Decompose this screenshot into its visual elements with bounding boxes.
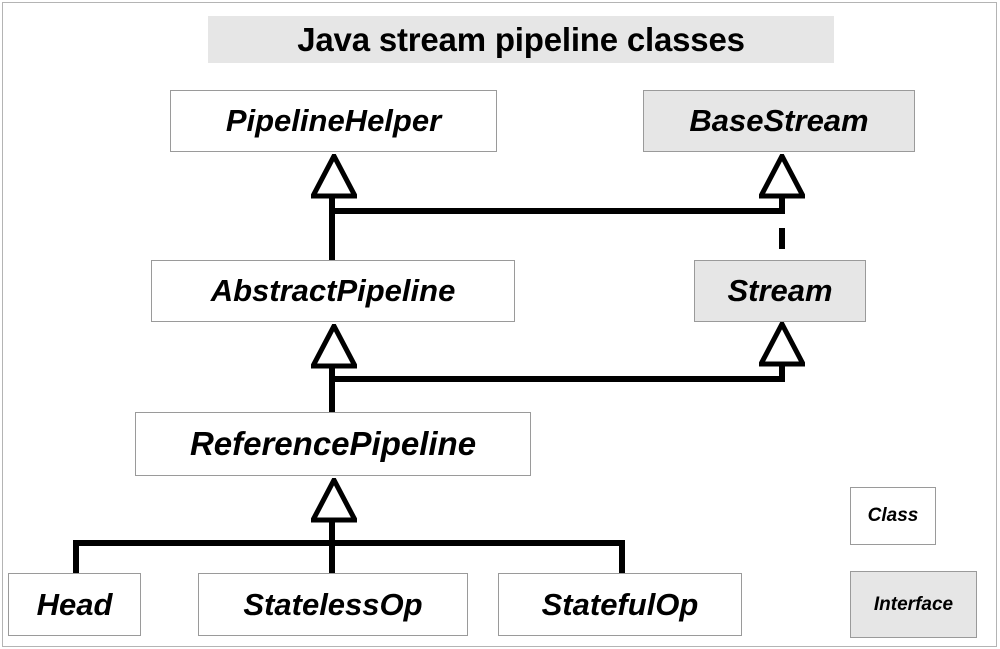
generalization-arrowhead-pipelinehelper — [311, 154, 357, 200]
connector-subclass-fanout-bar — [73, 540, 625, 546]
connector-referencepipeline-to-stream-stem — [779, 362, 785, 382]
connector-referencepipeline-top-riser — [329, 376, 335, 414]
class-box-head[interactable]: Head — [8, 573, 141, 636]
connector-abstractpipeline-to-pipelinehelper-stem — [329, 194, 335, 214]
connector-drop-statefulop — [619, 540, 625, 575]
connector-abstractpipeline-top-riser — [329, 208, 335, 262]
class-box-statefulop[interactable]: StatefulOp — [498, 573, 742, 636]
legend-interface-swatch: Interface — [850, 571, 977, 638]
connector-subclasses-stem — [329, 518, 335, 546]
generalization-arrowhead-abstractpipeline — [311, 324, 357, 370]
connector-drop-head — [73, 540, 79, 575]
connector-row2-horizontal-bar — [329, 376, 785, 382]
class-box-statelessop[interactable]: StatelessOp — [198, 573, 468, 636]
generalization-arrowhead-stream — [759, 322, 805, 368]
connector-stream-to-basestream-dash — [779, 228, 785, 249]
class-box-abstractpipeline[interactable]: AbstractPipeline — [151, 260, 515, 322]
interface-box-basestream[interactable]: BaseStream — [643, 90, 915, 152]
legend-class-swatch: Class — [850, 487, 936, 545]
generalization-arrowhead-referencepipeline — [311, 478, 357, 524]
connector-referencepipeline-to-abstractpipeline-stem — [329, 364, 335, 382]
page-title: Java stream pipeline classes — [208, 16, 834, 63]
connector-row1-horizontal-bar — [329, 208, 785, 214]
connector-abstractpipeline-to-basestream-stem — [779, 194, 785, 214]
interface-box-stream[interactable]: Stream — [694, 260, 866, 322]
connector-drop-statelessop — [329, 540, 335, 575]
class-box-referencepipeline[interactable]: ReferencePipeline — [135, 412, 531, 476]
class-box-pipelinehelper[interactable]: PipelineHelper — [170, 90, 497, 152]
generalization-arrowhead-basestream — [759, 154, 805, 200]
